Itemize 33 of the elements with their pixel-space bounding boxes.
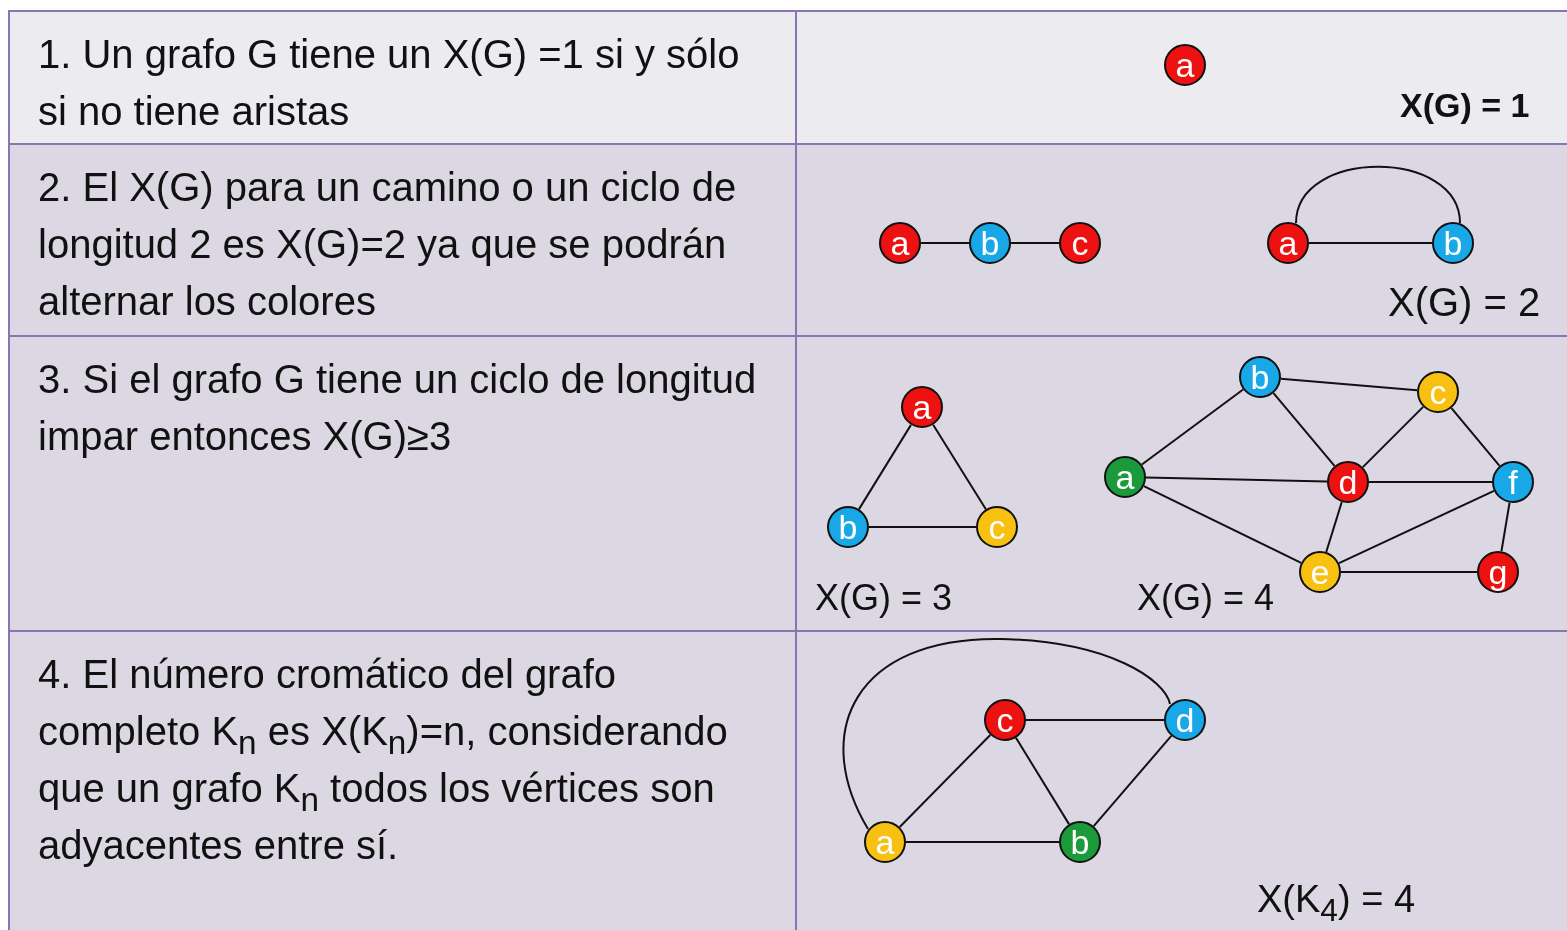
edge-line [1340,571,1478,573]
statement-text: 1. Un grafo G tiene un X(G) =1 si y sólo si no tiene aristas [38,31,741,135]
edge-line [932,423,987,511]
edge-line [905,841,1060,843]
statement-text: 3. Si el grafo G tiene un ciclo de longitud impar entonces X(G)≥3 [38,356,758,460]
edge-line [1325,501,1343,553]
edge-line [1450,407,1501,467]
chromatic-number-label: X(G) = 2 [1388,282,1541,322]
edge-line [1142,485,1303,564]
edge-line [858,423,912,511]
edge-line [1361,405,1425,469]
edge-line [898,733,992,829]
statement-text: 2. El X(G) para un camino o un ciclo de longitud 2 es X(G)=2 ya que se podrán alternar los colores [38,164,738,325]
edge-line [920,242,970,244]
edge-line [1140,388,1245,466]
edge-line [1015,736,1070,826]
statement-text: 4. El número cromático del grafo completo K$_{n}$ es X(K$_{n}$)=n, considerando que un grafo K$_{n}$ todos los vértices son adyacentes entre sí. [38,651,729,869]
edge-line [1338,489,1495,565]
edge-line [1368,481,1493,483]
chromatic-number-label: X(G) = 3 [815,580,953,616]
edge-line [1279,377,1419,392]
edge-line [1025,719,1165,721]
edge-line [868,526,977,528]
edge-line [1145,476,1328,483]
edge-line [1308,242,1433,244]
edge-line [1092,734,1173,828]
edge-line [1272,392,1336,467]
edge-line [1295,165,1461,224]
chromatic-number-label: X(G) = 4 [1137,580,1275,616]
chromatic-number-label: X(G) = 1 [1400,88,1530,122]
edge-line [842,638,1171,830]
edge-line [1500,501,1511,553]
edge-line [1010,242,1060,244]
